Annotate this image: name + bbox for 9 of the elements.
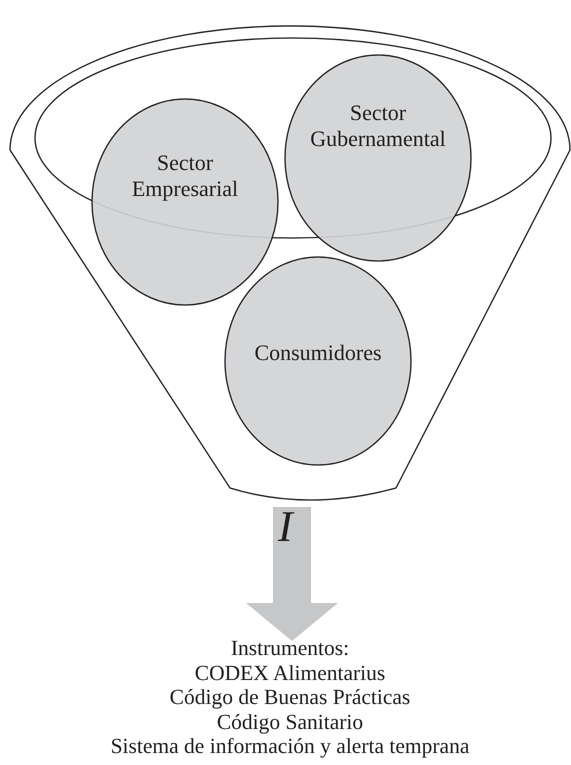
edge-label: I	[278, 505, 293, 549]
list-item: Sistema de información y alerta temprana	[110, 734, 470, 758]
circle-label: Sector Empresarial	[130, 150, 240, 203]
list-item: Código Sanitario	[216, 710, 364, 734]
list-item: CODEX Alimentarius	[194, 660, 386, 685]
circle-label: Sector Gubernamental	[309, 100, 447, 153]
circle-label: Consumidores	[253, 340, 383, 366]
list-heading: Instrumentos:	[230, 636, 350, 660]
list-item: Código de Buenas Prácticas	[168, 685, 412, 710]
